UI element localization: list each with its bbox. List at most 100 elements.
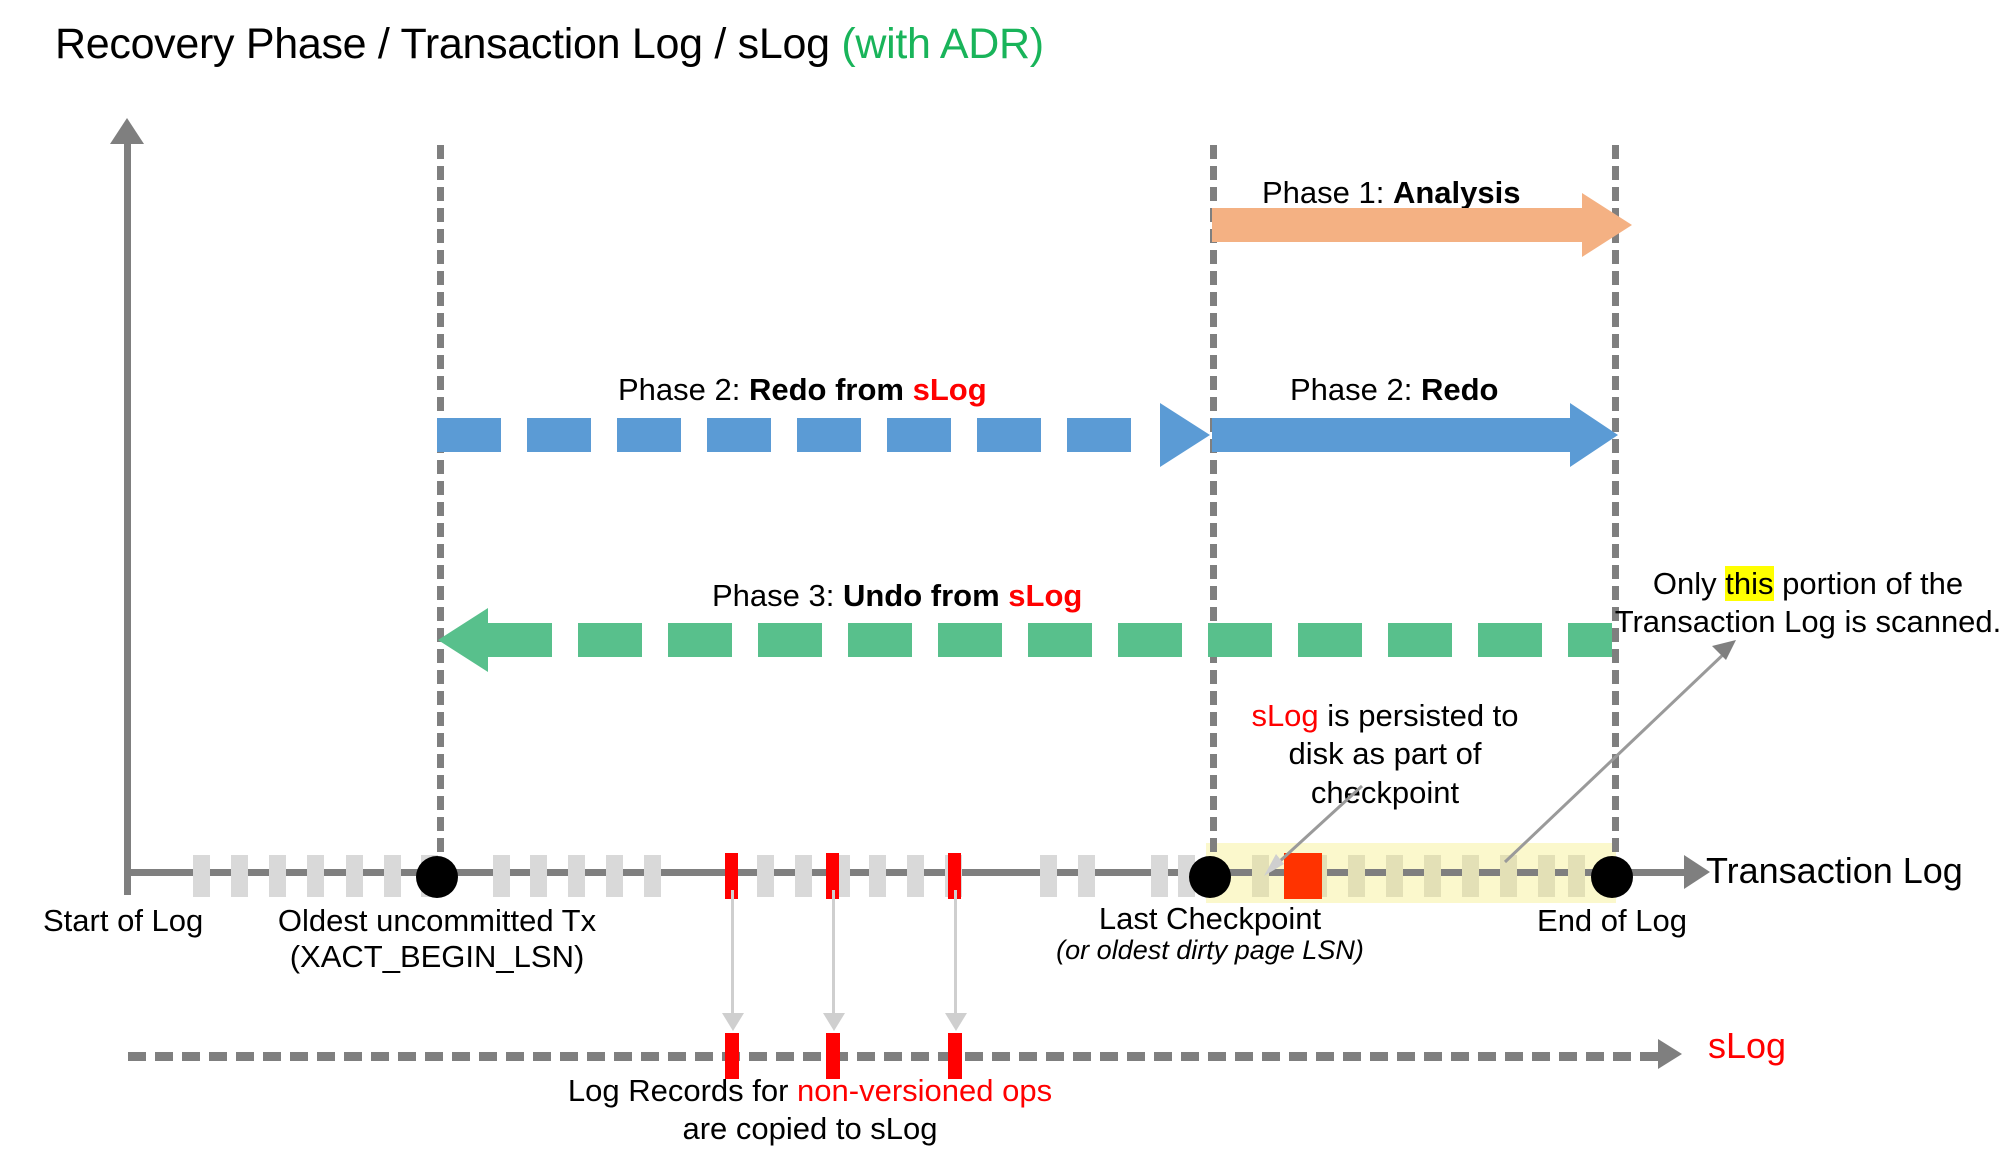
phase-arrow-dash [758,623,822,657]
copy-to-slog-arrow [731,890,734,1015]
log-record [346,855,363,897]
marker-label-last-checkpoint-sub: (or oldest dirty page LSN) [1056,934,1364,965]
marker-label-end-of-log: End of Log [1537,903,1687,938]
log-record [869,855,886,897]
marker-label-oldest-uncommitted-tx-sub: (XACT_BEGIN_LSN) [289,939,585,974]
copy-to-slog-arrowhead-icon [945,1013,967,1031]
annotation-slog-persisted-keyword: sLog [1251,698,1319,733]
phase-arrow-dash [1298,623,1362,657]
phase-analysis-prefix: Phase 1: [1262,175,1393,210]
phase-redo-name: Redo [1420,372,1499,407]
log-record [907,855,924,897]
log-record [568,855,585,897]
timeline-dot-last-checkpoint [1189,856,1231,898]
phase-arrow-dash [668,623,732,657]
transaction-log-arrowhead-icon [1684,855,1710,889]
marker-label-oldest-uncommitted-tx: Oldest uncommitted Tx (XACT_BEGIN_LSN) [187,903,687,975]
phase-redo-label: Phase 2: Redo [1290,372,1498,408]
log-record [193,855,210,897]
phase-arrow-dash [437,418,501,452]
phase-arrow-dash [578,623,642,657]
phase-analysis-arrow-body [1212,208,1582,242]
phase-arrow-dash [1568,623,1612,657]
log-record [493,855,510,897]
phase-undo-from-slog-suffix: sLog [1008,578,1083,613]
annotation-scanned-portion-line2: Transaction Log is scanned. [1614,604,2001,640]
phase-arrow-dash [1478,623,1542,657]
slog-axis [128,1052,1658,1061]
annotation-scanned-portion: Only this portion of the Transaction Log… [1608,565,2001,642]
y-axis-line [124,135,131,895]
log-record [384,855,401,897]
slog-copy-caption-line2: are copied to sLog [682,1110,938,1146]
log-record [530,855,547,897]
annotation-scanned-portion-highlight: this [1725,566,1774,601]
log-record-nonversioned [948,853,961,899]
marker-label-last-checkpoint: Last Checkpoint (or oldest dirty page LS… [1050,901,1370,965]
annotation-slog-persisted-line2: disk as part of [1288,736,1482,772]
log-record [1462,855,1479,897]
annotation-slog-persisted-line1: sLog is persisted to [1175,697,1595,735]
phase-arrow-dash [938,623,1002,657]
log-record [1078,855,1095,897]
phase-arrow-dash [848,623,912,657]
slog-axis-arrowhead-icon [1658,1039,1682,1069]
slog-copy-caption-line1: Log Records for non-versioned ops [460,1072,1160,1110]
annotation-slog-persisted-leader [1264,784,1364,876]
log-record-nonversioned [826,853,839,899]
phase-undo-from-slog-prefix: Phase 3: [712,578,843,613]
marker-label-last-checkpoint-main: Last Checkpoint [1098,901,1322,936]
phase-arrow-dash [707,418,771,452]
annotation-scanned-portion-post: portion of the [1773,566,1964,601]
log-record [269,855,286,897]
annotation-slog-persisted-rest: is persisted to [1318,698,1519,733]
log-record [1252,855,1269,897]
y-axis-arrowhead-icon [110,118,144,144]
phase-arrow-dash [797,418,861,452]
guide-oldest-uncommitted-tx [437,145,444,873]
copy-to-slog-arrow [954,890,957,1015]
annotation-scanned-portion-line1: Only this portion of the [1608,565,2001,603]
phase-undo-from-slog-name: Undo from [842,578,1009,613]
slog-record [826,1033,840,1079]
phase-analysis-arrowhead-icon [1582,193,1632,257]
log-record [1424,855,1441,897]
phase-redo-from-slog-arrowhead-icon [1160,403,1210,467]
page-title-main: Recovery Phase / Transaction Log / sLog [55,20,842,68]
phase-redo-from-slog-prefix: Phase 2: [618,372,749,407]
page-title: Recovery Phase / Transaction Log / sLog … [55,20,1044,69]
phase-redo-arrow-body [1212,418,1570,452]
timeline-dot-oldest-uncommitted-tx [416,856,458,898]
log-record [795,855,812,897]
log-record [307,855,324,897]
phase-redo-from-slog-suffix: sLog [912,372,987,407]
phase-arrow-dash [1388,623,1452,657]
slog-axis-label: sLog [1708,1025,1787,1066]
log-record [606,855,623,897]
annotation-slog-persisted-line3: checkpoint [1310,774,1460,810]
phase-arrow-dash [1028,623,1092,657]
copy-to-slog-arrowhead-icon [722,1013,744,1031]
marker-label-oldest-uncommitted-tx-main: Oldest uncommitted Tx [277,903,597,938]
log-record [1040,855,1057,897]
phase-arrow-dash [617,418,681,452]
transaction-log-axis-label: Transaction Log [1706,850,1963,891]
log-record [757,855,774,897]
copy-to-slog-arrow [832,890,835,1015]
log-record [1151,855,1168,897]
phase-undo-from-slog-arrowhead-icon [438,608,488,672]
annotation-scanned-portion-pre: Only [1652,566,1726,601]
guide-end-of-log [1612,145,1619,873]
phase-arrow-dash [977,418,1041,452]
slog-copy-caption: Log Records for non-versioned ops are co… [460,1072,1160,1148]
annotation-slog-persisted: sLog is persisted to disk as part of che… [1175,697,1595,812]
log-record [231,855,248,897]
phase-arrow-dash [1067,418,1131,452]
phase-redo-arrowhead-icon [1570,403,1618,467]
phase-analysis-name: Analysis [1392,175,1521,210]
phase-redo-from-slog-label: Phase 2: Redo from sLog [618,372,987,408]
phase-undo-from-slog-label: Phase 3: Undo from sLog [712,578,1082,614]
copy-to-slog-arrowhead-icon [823,1013,845,1031]
phase-analysis-label: Phase 1: Analysis [1262,175,1521,211]
log-record-nonversioned [1284,853,1322,899]
